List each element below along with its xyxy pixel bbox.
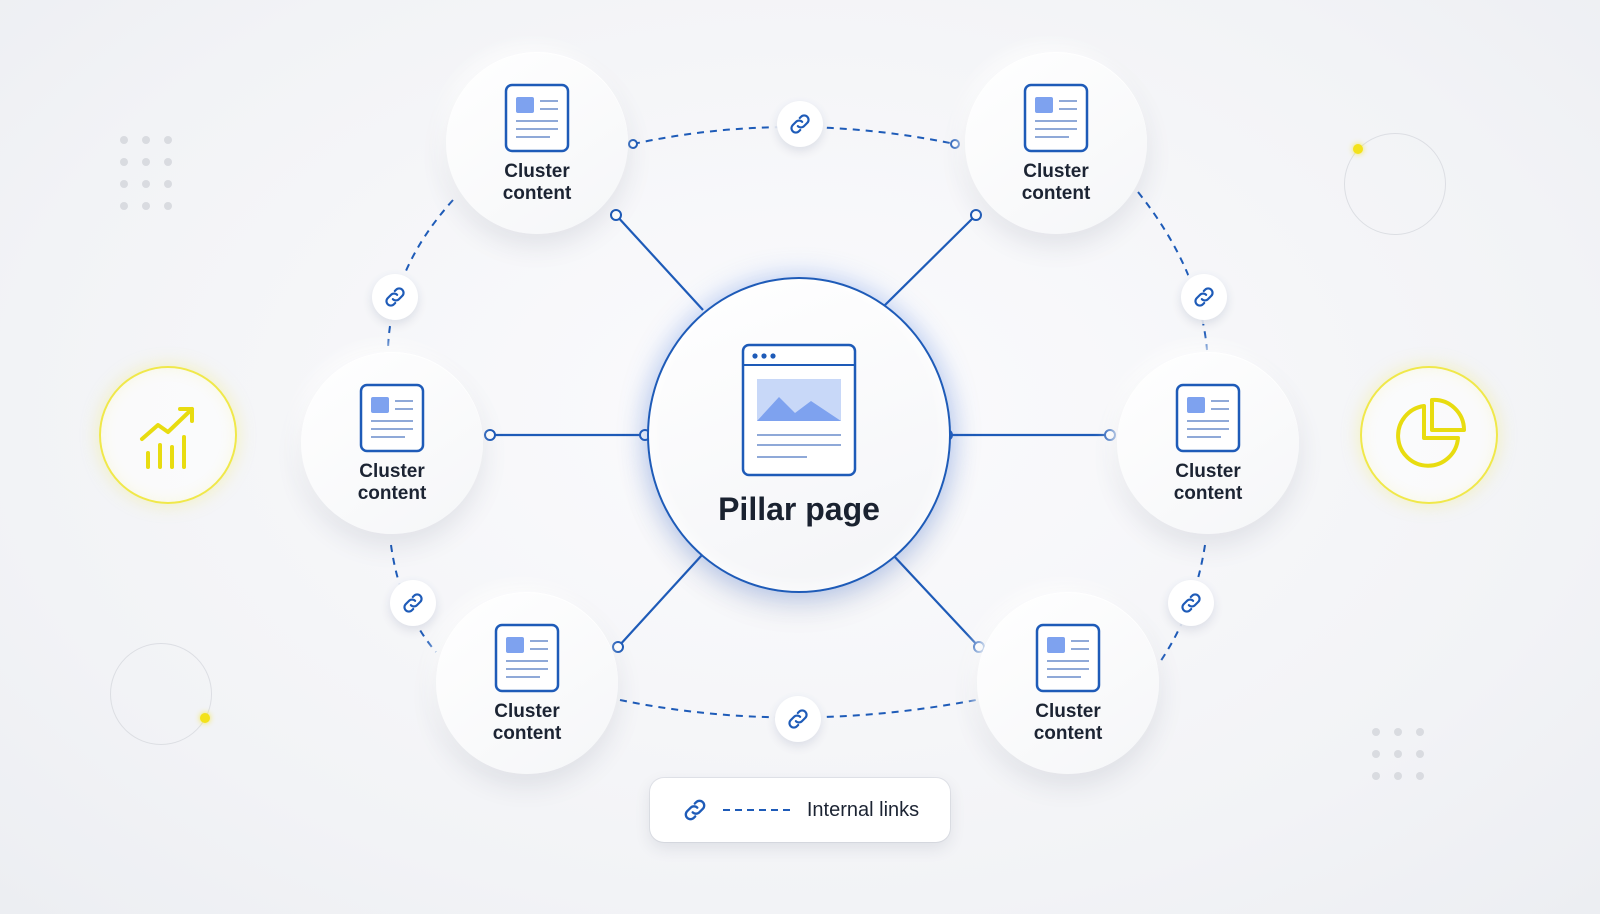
yellow-dot (200, 713, 210, 723)
chain-link-icon (684, 799, 706, 821)
internal-link-chip-lower-left[interactable] (390, 580, 436, 626)
legend-label: Internal links (806, 798, 920, 821)
internal-link-chip-upper-left[interactable] (372, 274, 418, 320)
chain-link-icon (403, 593, 423, 613)
document-icon (359, 383, 425, 453)
dot-grid-top-left (120, 136, 172, 210)
internal-link-chip-upper-right[interactable] (1181, 274, 1227, 320)
decorative-ring-top-right (1344, 133, 1446, 235)
yellow-dot (1353, 144, 1363, 154)
pillar-page-title: Pillar page (718, 490, 880, 527)
chain-link-icon (1194, 287, 1214, 307)
dot-grid-bottom-right (1372, 728, 1424, 780)
decorative-ring-bottom-left (110, 643, 212, 745)
document-icon (504, 83, 570, 153)
document-icon (494, 623, 560, 693)
browser-window-icon (741, 343, 857, 476)
document-icon (1023, 83, 1089, 153)
dashed-line-sample (722, 809, 793, 811)
pillar-page-node[interactable]: Pillar page (647, 277, 951, 593)
internal-link-chip-bottom[interactable] (775, 696, 821, 742)
internal-link-chip-lower-right[interactable] (1168, 580, 1214, 626)
chain-link-icon (790, 114, 810, 134)
spoke-lines (490, 214, 1110, 648)
growth-chart-icon (140, 407, 194, 469)
document-icon (1175, 383, 1241, 453)
chain-link-icon (788, 709, 808, 729)
pie-chart-badge (1360, 366, 1498, 504)
document-icon (1035, 623, 1101, 693)
legend: Internal links (650, 778, 950, 842)
growth-chart-badge (99, 366, 237, 504)
chain-link-icon (1181, 593, 1201, 613)
internal-link-chip-top[interactable] (777, 101, 823, 147)
chain-link-icon (385, 287, 405, 307)
pie-chart-icon (1396, 397, 1467, 468)
